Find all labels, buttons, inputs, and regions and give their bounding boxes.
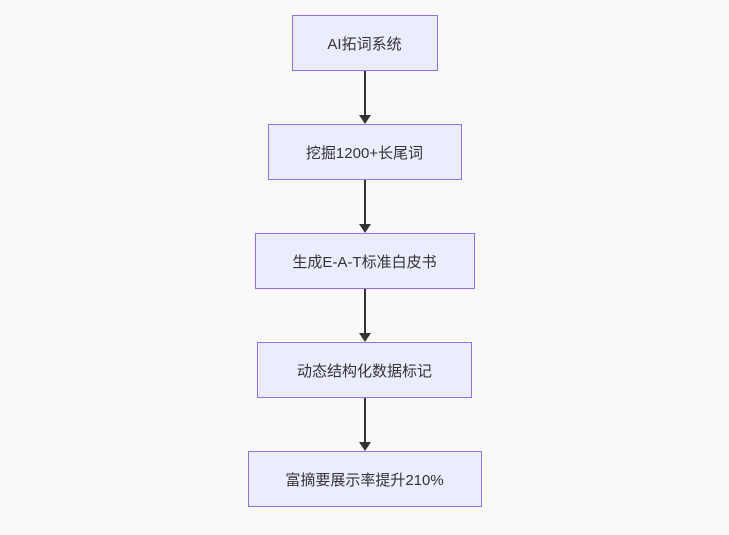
flow-node-label: 富摘要展示率提升210% [285, 471, 444, 489]
arrow-shaft [363, 180, 366, 224]
flow-arrow-1-2 [358, 71, 371, 124]
flow-node-rich-snippet-result: 富摘要展示率提升210% [247, 451, 482, 507]
arrow-shaft [363, 71, 366, 115]
flow-node-label: 挖掘1200+长尾词 [305, 144, 424, 162]
arrow-shaft [363, 398, 366, 442]
flow-node-eat-whitepaper: 生成E-A-T标准白皮书 [254, 233, 475, 289]
flow-arrow-2-3 [358, 180, 371, 233]
flow-node-label: AI拓词系统 [327, 35, 402, 53]
flow-arrow-3-4 [358, 289, 371, 342]
flow-node-longtail-mining: 挖掘1200+长尾词 [267, 124, 462, 180]
flow-node-label: 动态结构化数据标记 [296, 362, 432, 380]
flow-node-ai-keyword-system: AI拓词系统 [291, 15, 438, 71]
arrowhead-down-icon [358, 115, 371, 124]
flow-node-structured-data-markup: 动态结构化数据标记 [257, 342, 472, 398]
arrowhead-down-icon [358, 224, 371, 233]
arrow-shaft [363, 289, 366, 333]
arrowhead-down-icon [358, 333, 371, 342]
flow-node-label: 生成E-A-T标准白皮书 [292, 253, 437, 271]
flow-arrow-4-5 [358, 398, 371, 451]
arrowhead-down-icon [358, 442, 371, 451]
